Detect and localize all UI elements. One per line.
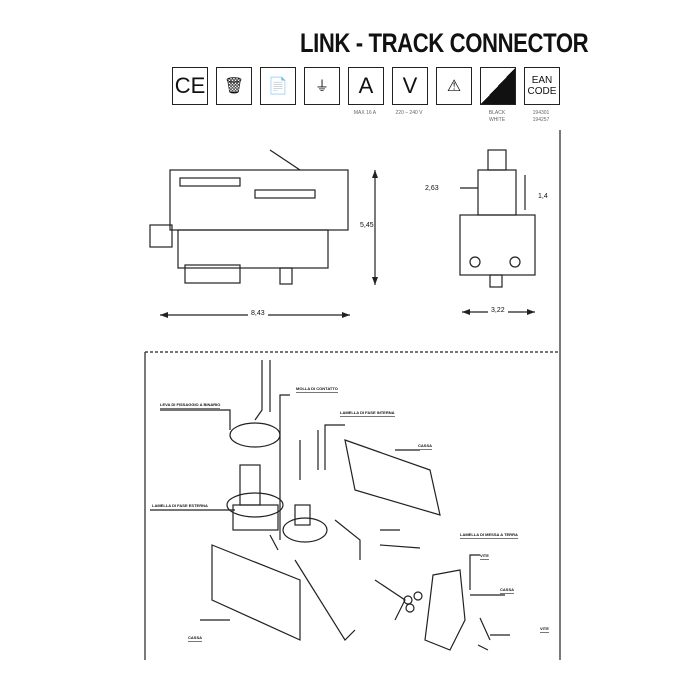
- ground-icon: ⏚: [304, 67, 340, 105]
- length-dimension: 8,43: [248, 310, 268, 317]
- ean-1: 194301: [532, 110, 550, 116]
- height-dimension: 5,45: [360, 222, 374, 229]
- part-label: CASSA: [418, 443, 433, 450]
- code-text: CODE: [527, 86, 557, 97]
- part-label: VITE: [540, 626, 549, 633]
- ampere-icon: A: [348, 67, 384, 105]
- width-dimension: 3,22: [488, 307, 508, 314]
- ampere-label: MAX 16 A: [353, 110, 377, 116]
- ean-text: EAN: [531, 75, 553, 86]
- volt-icon: V: [392, 67, 428, 105]
- volt-label: 220 – 240 V: [395, 110, 423, 116]
- ce-mark-icon: CE: [172, 67, 208, 105]
- housing-part: [344, 439, 441, 516]
- ean-2: 194257: [532, 117, 550, 123]
- page-title: LINK - TRACK CONNECTOR: [300, 28, 589, 58]
- part-label: LEVA DI FISSAGGIO A BINARIO: [160, 402, 221, 409]
- cover-part: [211, 544, 301, 641]
- part-label: LAMELLA DI FASE ESTERNA: [152, 503, 208, 510]
- part-label: CASSA: [188, 635, 203, 642]
- high-voltage-icon: ⚠: [436, 67, 472, 105]
- side-view-body: [169, 169, 349, 231]
- top-height-dimension: 1,4: [538, 193, 548, 200]
- top-offset-dimension: 2,63: [425, 185, 439, 192]
- color-icon: [480, 67, 516, 105]
- white-label: WHITE: [488, 117, 506, 123]
- black-label: BLACK: [488, 110, 506, 116]
- part-label: VITE: [480, 553, 489, 560]
- part-label: LAMELLA DI FASE INTERNA: [340, 410, 395, 417]
- part-label: MOLLA DI CONTATTO: [296, 386, 338, 393]
- part-label: CASSA: [500, 587, 515, 594]
- weee-bin-icon: 🗑: [216, 67, 252, 105]
- part-label: LAMELLA DI MESSA A TERRA: [460, 532, 518, 539]
- read-instructions-icon: 📄: [260, 67, 296, 105]
